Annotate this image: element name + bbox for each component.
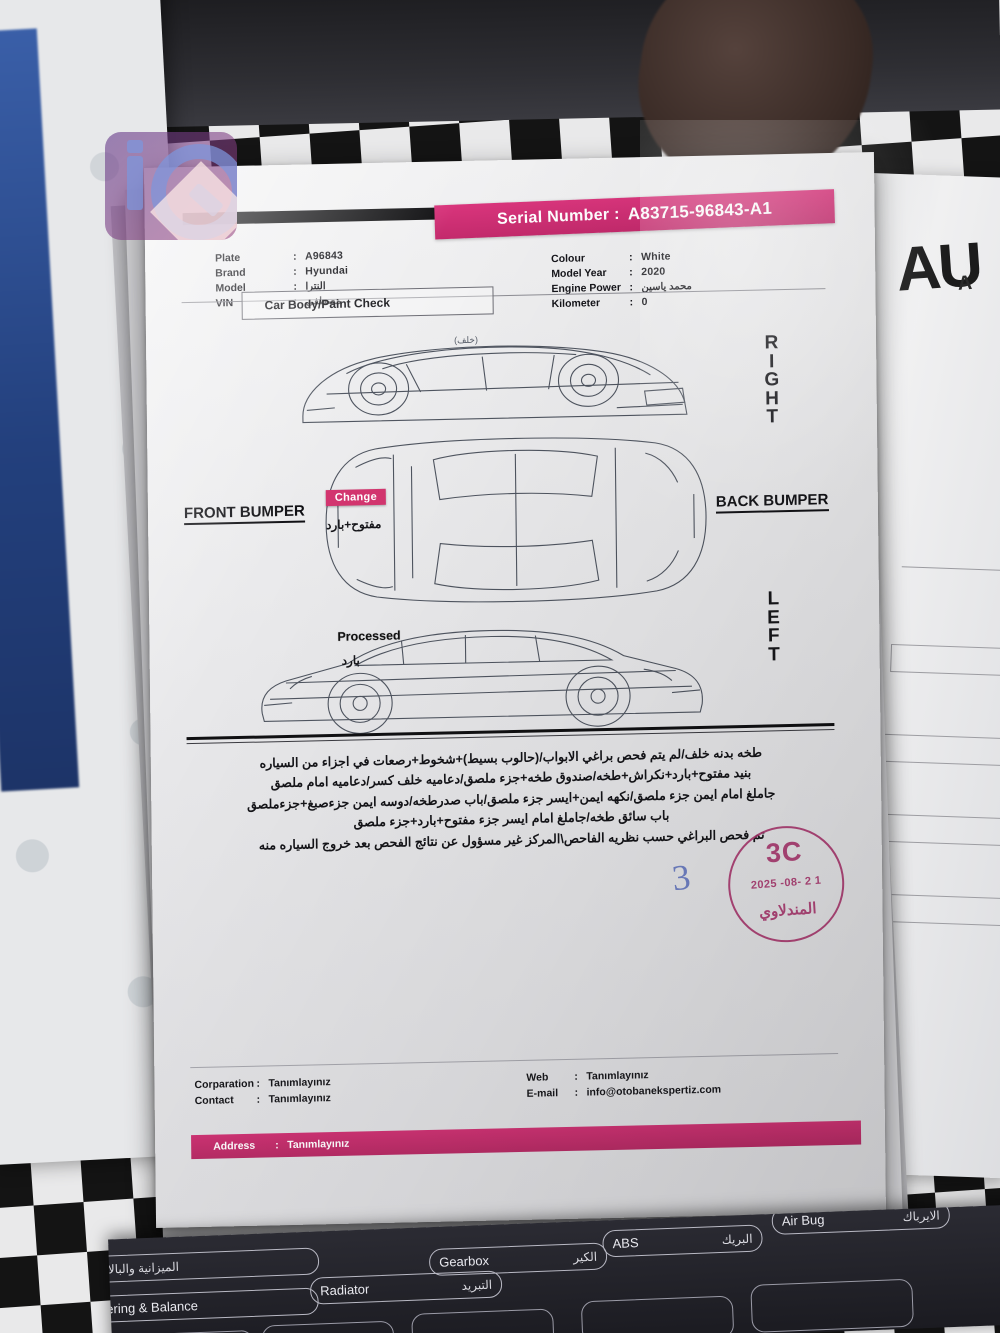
- chip-radiator[interactable]: Radiator التبريد: [309, 1270, 503, 1305]
- svg-text:(خلف): (خلف): [454, 335, 478, 346]
- info-colon: :: [629, 266, 633, 279]
- vehicle-info-right-column: Colour : White Model Year : 2020 Engine …: [551, 250, 692, 313]
- inspection-notes: طخه بدنه خلف/لم يتم فحص براغي الابواب/(ح…: [191, 741, 832, 857]
- chip-label-en: ABS: [612, 1235, 639, 1252]
- info-key: Brand: [215, 266, 246, 280]
- vehicle-info-grid: Plate : A96843 Brand : Hyundai Model : ا…: [215, 239, 815, 310]
- serial-number-ribbon: Serial Number : A83715-96843-A1: [434, 189, 835, 240]
- footer-divider: [190, 1053, 839, 1069]
- secondary-paper-rule: [901, 566, 1000, 572]
- chip-label-ar: الايرباك: [902, 1208, 940, 1224]
- change-badge: Change: [325, 488, 387, 507]
- info-value: 0: [641, 296, 648, 309]
- footer-key: Corparation: [194, 1077, 255, 1092]
- footer-value[interactable]: info@otobanekspertiz.com: [586, 1083, 722, 1099]
- stamp-name: المندلاوي: [758, 899, 818, 922]
- footer-key: Contact: [194, 1094, 234, 1108]
- chip-steering-balance[interactable]: Steering & Balance: [108, 1287, 320, 1324]
- address-value: Tanımlayınız: [287, 1137, 350, 1152]
- secondary-paper-logo: AU: [894, 230, 983, 305]
- stamp-date: 2025 -08- 2 1: [750, 874, 822, 892]
- chip-gearbox[interactable]: Gearbox الكير: [428, 1242, 608, 1277]
- footer-colon: :: [256, 1093, 261, 1106]
- chip-label-ar: الكير: [572, 1249, 598, 1265]
- serial-number-value: A83715-96843-A1: [627, 198, 773, 224]
- address-key: Address: [213, 1139, 256, 1153]
- processed-label: Processed: [337, 628, 401, 644]
- chip-label-en: Radiator: [319, 1281, 370, 1299]
- footer-value: Tanımlayınız: [586, 1069, 649, 1083]
- footer-key: Web: [526, 1071, 549, 1084]
- chip-abs[interactable]: ABS البريك: [602, 1224, 763, 1258]
- info-colon: :: [629, 251, 633, 264]
- footer-right-column: Web : Tanımlayınız E-mail : info@otobane…: [526, 1068, 721, 1104]
- footer-row-email: E-mail : info@otobanekspertiz.com: [527, 1084, 722, 1104]
- info-value: Hyundai: [305, 264, 349, 278]
- info-row-kilometer: Kilometer : 0: [552, 295, 693, 313]
- footer-contact-block: Corparation : Tanımlayınız Contact : Tan…: [194, 1065, 838, 1131]
- car-diagram-rear-view: (خلف): [302, 335, 688, 424]
- secondary-paper-sublogo: A: [956, 271, 973, 295]
- address-colon: :: [275, 1139, 279, 1152]
- watermark-i-stem: [127, 156, 143, 210]
- footer-colon: :: [574, 1086, 579, 1099]
- chip-label-en: Air Bug: [781, 1211, 825, 1229]
- footer-left-column: Corparation : Tanımlayınız Contact : Tan…: [194, 1076, 331, 1111]
- info-key: Kilometer: [551, 297, 601, 311]
- info-colon: :: [629, 296, 634, 309]
- secondary-paper-field: [876, 733, 1000, 767]
- chip-label-en: Gearbox: [438, 1252, 490, 1270]
- chip-icon-wheel[interactable]: [411, 1308, 555, 1333]
- chip-icon-spring[interactable]: [750, 1278, 914, 1333]
- back-bumper-label: BACK BUMPER: [715, 491, 829, 514]
- chip-label-en: Steering & Balance: [108, 1298, 199, 1318]
- chip-label-ar: الميزانية والبالانس: [108, 1259, 180, 1277]
- iq-watermark-logo: [105, 132, 237, 240]
- info-key: Colour: [551, 252, 585, 266]
- secondary-paper-field: [874, 813, 1000, 847]
- footer-colon: :: [574, 1070, 578, 1083]
- watermark-i-dot: [127, 140, 143, 153]
- footer-row-contact: Contact : Tanımlayınız: [195, 1092, 331, 1111]
- footer-value: Tanımlayınız: [268, 1076, 331, 1090]
- chip-label-ar: التبريد: [461, 1277, 493, 1293]
- info-key: Model Year: [551, 266, 607, 281]
- chip-steering-balance-ar[interactable]: الميزانية والبالانس: [108, 1247, 320, 1284]
- handwritten-mark: 3: [669, 856, 693, 899]
- footer-colon: :: [256, 1077, 261, 1090]
- section-title-box: Car Body/Paint Check: [241, 286, 494, 320]
- inspection-report-page: Serial Number : A83715-96843-A1 Plate : …: [144, 152, 886, 1228]
- footer-value: Tanımlayınız: [268, 1092, 331, 1106]
- chip-icon-clipboard[interactable]: [580, 1295, 735, 1333]
- secondary-paper-field: [890, 643, 1000, 677]
- chip-icon-left2[interactable]: [261, 1320, 395, 1333]
- info-value: 2020: [641, 265, 666, 279]
- serial-number-label: Serial Number :: [496, 205, 621, 228]
- footer-key: E-mail: [526, 1087, 559, 1100]
- chip-label-ar: البريك: [721, 1231, 753, 1247]
- info-value: A96843: [305, 249, 344, 263]
- info-value: White: [641, 250, 671, 264]
- info-colon: :: [293, 265, 297, 278]
- front-bumper-label: FRONT BUMPER: [183, 502, 305, 526]
- processed-handwritten-note: بارد: [341, 653, 360, 668]
- car-diagram-area: (خلف): [183, 313, 850, 734]
- info-colon: :: [293, 250, 297, 263]
- inspection-stamp: 3C 2025 -08- 2 1 المندلاوي: [724, 821, 848, 947]
- change-handwritten-note: مفتوح+بارد: [326, 516, 382, 533]
- info-key: Plate: [215, 251, 241, 265]
